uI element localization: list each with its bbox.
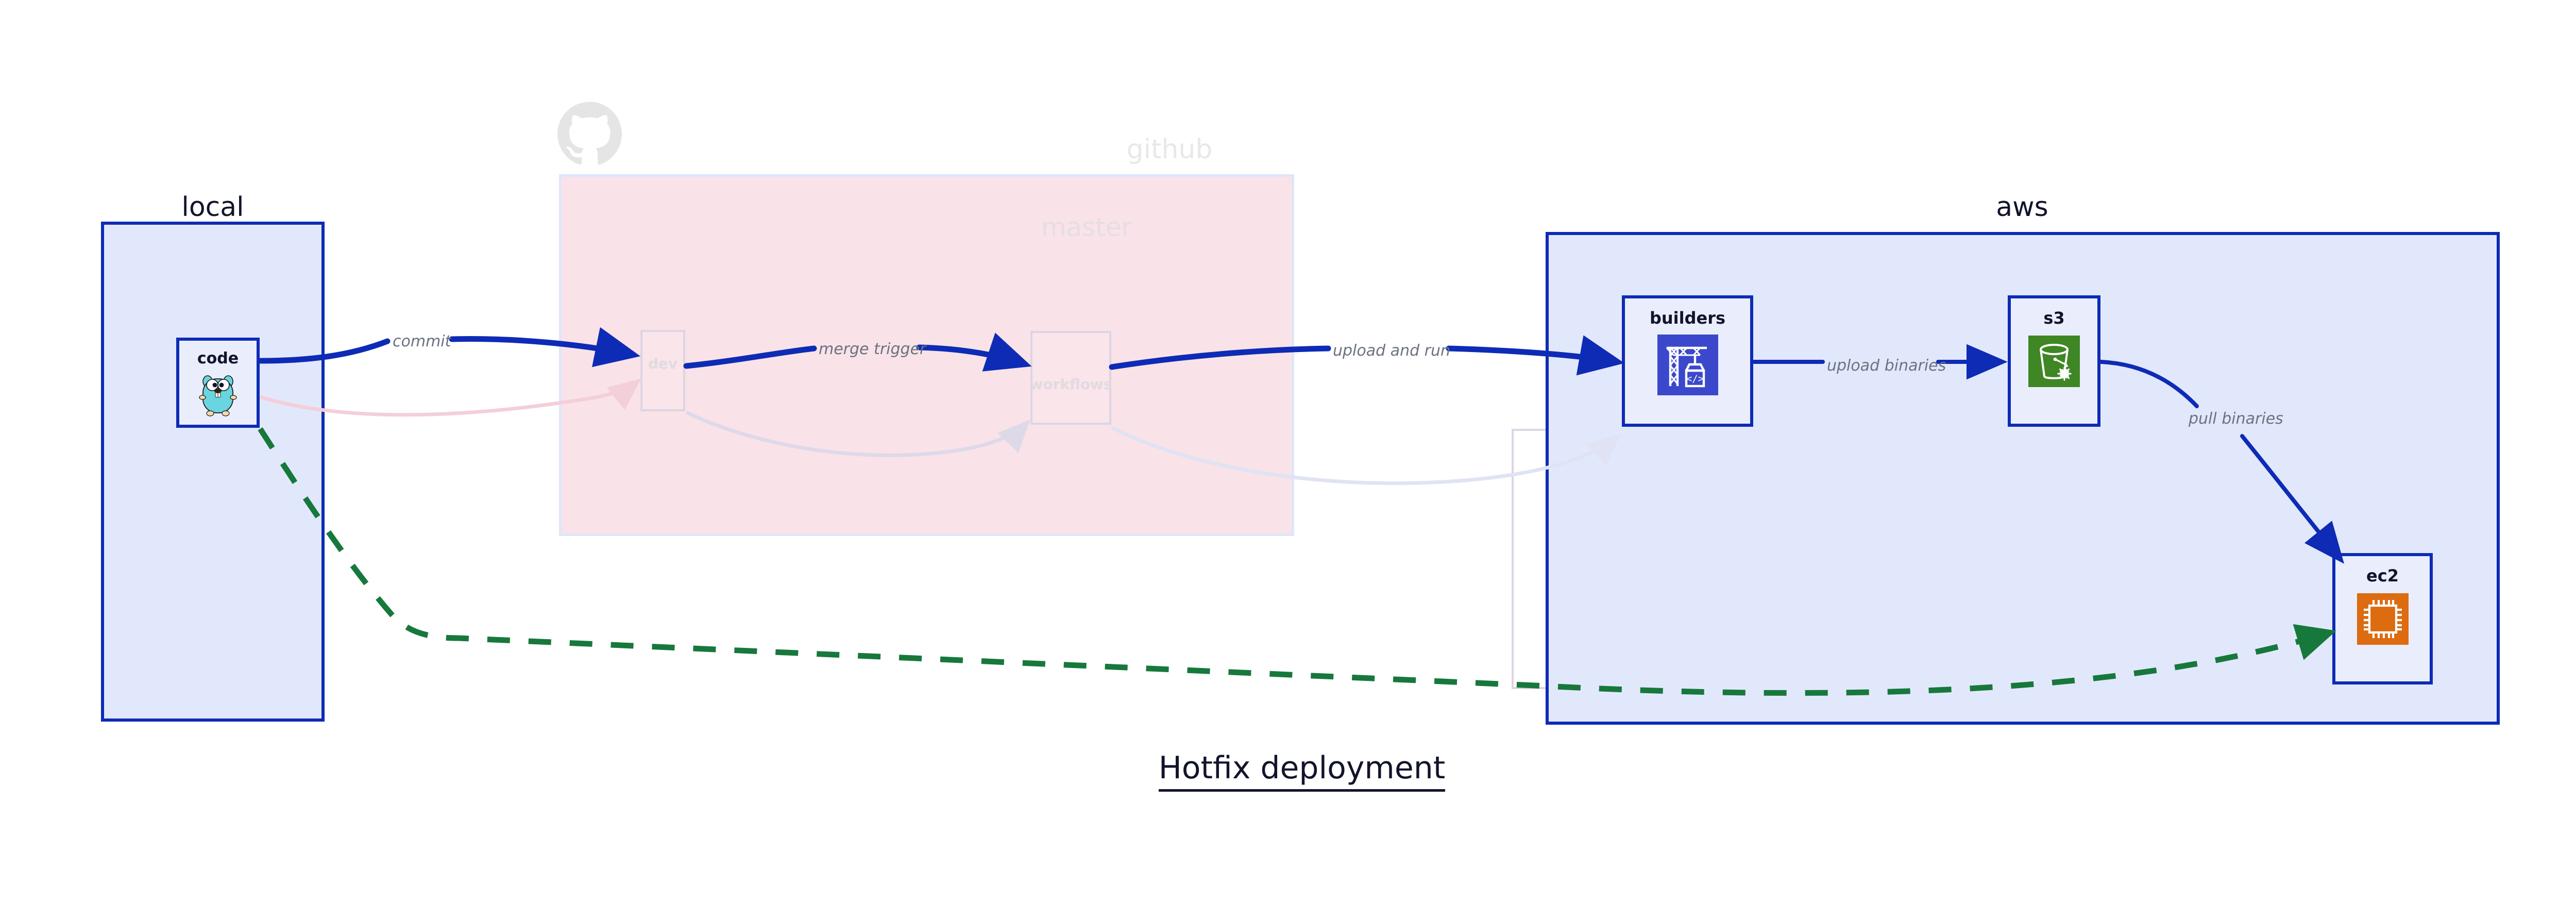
group-local-title: local xyxy=(181,192,244,223)
edge-label-commit: commit xyxy=(393,332,451,350)
ghost-edge-dev-workflows xyxy=(685,410,1030,457)
edge-upload-and-run xyxy=(1109,345,1331,370)
edge-label-upload-binaries: upload binaries xyxy=(1827,357,1946,375)
edge-commit-tail xyxy=(449,327,641,368)
node-ec2[interactable]: ec2 xyxy=(2332,553,2433,684)
diagram-caption-text: Hotfix deployment xyxy=(1158,750,1446,792)
node-builders-label: builders xyxy=(1649,308,1726,328)
ghost-edge-workflows-builders xyxy=(1111,426,1621,485)
github-octocat-icon xyxy=(557,98,622,170)
edge-merge-trigger xyxy=(683,345,817,369)
edge-hotfix-direct xyxy=(258,427,2336,696)
node-ec2-label: ec2 xyxy=(2366,566,2399,586)
node-code-label: code xyxy=(197,349,239,368)
edge-label-merge-trigger: merge trigger xyxy=(819,340,926,358)
go-gopher-icon xyxy=(199,373,237,417)
node-code[interactable]: code xyxy=(176,338,260,428)
edge-upload-and-run-tail xyxy=(1446,335,1625,376)
edge-pull-binaries xyxy=(2099,360,2199,408)
ghost-edge-code-dev xyxy=(259,378,641,417)
aws-ec2-chip-icon xyxy=(2357,593,2409,645)
node-s3[interactable]: s3 xyxy=(2008,295,2100,427)
edge-pull-binaries-tail xyxy=(2240,434,2345,564)
node-workflows[interactable]: workflows xyxy=(1029,331,1112,425)
diagram-caption: Hotfix deployment xyxy=(0,750,2576,792)
group-aws-title: aws xyxy=(1996,192,2048,223)
node-builders[interactable]: builders </> xyxy=(1622,295,1753,427)
node-dev[interactable]: dev xyxy=(640,330,685,411)
svg-text:</>: </> xyxy=(1686,373,1703,385)
aws-codebuild-icon: </> xyxy=(1657,335,1718,395)
aws-s3-glacier-icon xyxy=(2028,336,2080,387)
group-github-title: github xyxy=(1126,134,1213,165)
edge-label-pull-binaries: pull binaries xyxy=(2189,410,2283,428)
group-master-title: master xyxy=(1041,212,1132,242)
edge-merge-trigger-tail xyxy=(916,332,1032,372)
node-dev-label: dev xyxy=(648,355,678,372)
edge-commit xyxy=(257,338,391,364)
node-s3-label: s3 xyxy=(2043,308,2065,328)
edge-label-upload-and-run: upload and run xyxy=(1333,342,1451,360)
node-workflows-label: workflows xyxy=(1029,376,1112,393)
